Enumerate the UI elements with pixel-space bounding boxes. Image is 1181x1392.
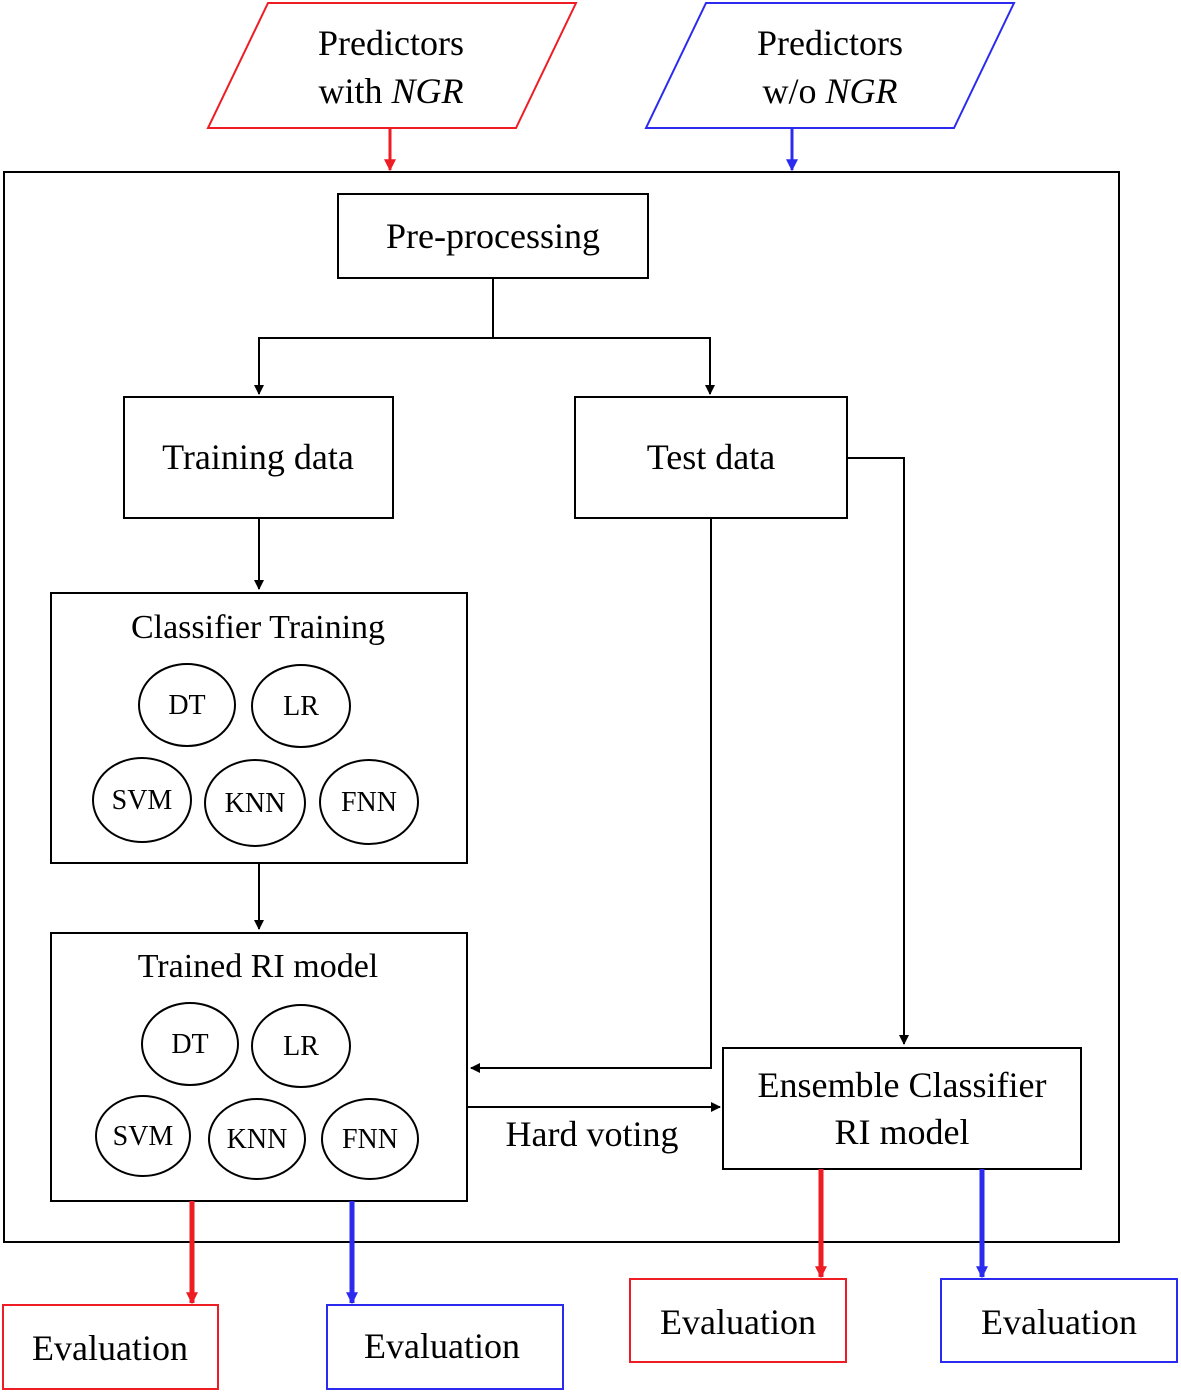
knn-label: KNN xyxy=(227,1124,288,1155)
dt-node xyxy=(141,1002,239,1086)
input-predictors-with-ngr xyxy=(206,1,578,129)
arrow-to-test-data xyxy=(493,337,715,395)
training-data-label: Training data xyxy=(162,437,354,477)
preprocessing-box xyxy=(337,193,649,279)
svm-node xyxy=(92,757,192,843)
input-without-line1: Predictors xyxy=(757,23,903,63)
preprocessing-label: Pre-processing xyxy=(386,216,600,256)
dt-label: DT xyxy=(171,1029,208,1060)
dt-label: DT xyxy=(168,690,205,721)
fnn-label: FNN xyxy=(341,787,397,818)
evaluation-box-ensemble-blue xyxy=(940,1278,1178,1363)
svm-node xyxy=(95,1095,191,1177)
knn-label: KNN xyxy=(225,788,286,819)
input-with-line1: Predictors xyxy=(318,23,464,63)
trained-model-label: Trained RI model xyxy=(138,948,379,985)
fnn-label: FNN xyxy=(342,1124,398,1155)
evaluation-box-ensemble-red xyxy=(629,1278,847,1363)
knn-node xyxy=(204,759,306,847)
lr-node xyxy=(251,664,351,748)
lr-label: LR xyxy=(283,691,319,722)
evaluation-box-trained-blue xyxy=(326,1304,564,1390)
lr-node xyxy=(251,1004,351,1088)
arrow-test-to-ensemble xyxy=(847,457,909,1045)
evaluation-box-trained-red xyxy=(2,1304,219,1390)
test-data-label: Test data xyxy=(647,437,775,477)
test-data-box xyxy=(574,396,848,519)
evaluation-label: Evaluation xyxy=(660,1302,816,1342)
classifier-training-label: Classifier Training xyxy=(131,609,385,646)
input-predictors-without-ngr xyxy=(644,1,1016,129)
arrow-test-to-trained-model xyxy=(470,518,712,1073)
input-with-line2: with NGR xyxy=(318,71,463,111)
evaluation-label: Evaluation xyxy=(981,1302,1137,1342)
evaluation-label: Evaluation xyxy=(32,1328,188,1368)
training-data-box xyxy=(123,396,394,519)
svm-label: SVM xyxy=(112,785,173,816)
ensemble-label-line2: RI model xyxy=(835,1112,970,1152)
fnn-node xyxy=(319,759,419,845)
knn-node xyxy=(208,1098,306,1180)
input-without-line2: w/o NGR xyxy=(763,71,898,111)
evaluation-label: Evaluation xyxy=(364,1326,520,1366)
dt-node xyxy=(138,663,236,747)
hard-voting-label: Hard voting xyxy=(506,1114,679,1154)
ensemble-label-line1: Ensemble Classifier xyxy=(758,1065,1047,1105)
pipeline-frame xyxy=(3,171,1120,1243)
lr-label: LR xyxy=(283,1031,319,1062)
svm-label: SVM xyxy=(113,1121,174,1152)
fnn-node xyxy=(321,1098,419,1180)
ensemble-classifier-box xyxy=(722,1047,1082,1170)
arrow-to-training-data xyxy=(254,278,494,395)
